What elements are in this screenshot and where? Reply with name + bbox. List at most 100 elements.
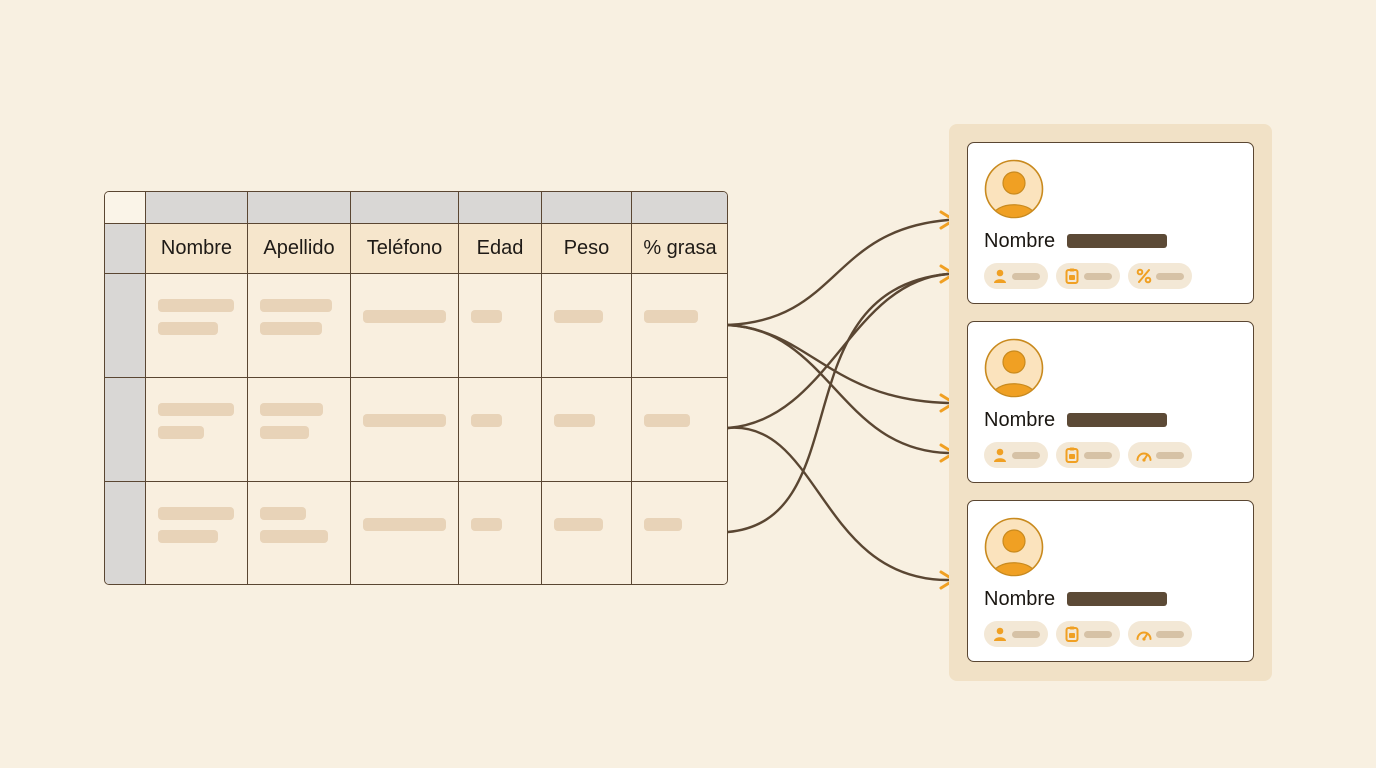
placeholder-text-bar (554, 414, 595, 427)
column-header-label: Nombre (160, 237, 233, 259)
stat-pill (1056, 621, 1120, 647)
placeholder-value-bar (1084, 273, 1112, 280)
table-cell (542, 378, 632, 482)
placeholder-text-bar (363, 518, 446, 531)
placeholder-value-bar (1012, 631, 1040, 638)
table-cell (248, 482, 351, 584)
placeholder-value-bar (1084, 631, 1112, 638)
placeholder-text-bar (363, 414, 446, 427)
column-header-label: Apellido (263, 237, 335, 259)
table-cell (248, 274, 351, 378)
table-cell (146, 378, 248, 482)
placeholder-text-bar (260, 322, 322, 335)
gauge-icon (1136, 452, 1152, 462)
connector-curve (726, 323, 950, 455)
user-icon (994, 269, 1006, 283)
placeholder-text-bar (554, 310, 603, 323)
avatar-icon (984, 338, 1044, 398)
placeholder-text-bar (471, 518, 502, 531)
column-header-label: Teléfono (366, 237, 443, 259)
column-letter-strip (542, 192, 632, 224)
placeholder-text-bar (644, 414, 690, 427)
placeholder-value-bar (1156, 273, 1184, 280)
avatar-icon (984, 159, 1044, 219)
avatar-icon (984, 517, 1044, 577)
table-cell (542, 482, 632, 584)
user-icon (994, 448, 1006, 462)
table-cell (459, 482, 542, 584)
table-cell (542, 274, 632, 378)
row-header (105, 224, 146, 274)
column-letter-strip (146, 192, 248, 224)
placeholder-name-bar (1067, 413, 1167, 427)
connector-curve (726, 272, 950, 430)
table-corner (105, 192, 146, 224)
placeholder-text-bar (260, 530, 328, 543)
placeholder-text-bar (158, 426, 204, 439)
column-letter-strip (632, 192, 727, 224)
stat-pill (984, 263, 1048, 289)
card-name-label: Nombre (984, 588, 1056, 610)
column-header: % grasa (632, 224, 727, 274)
placeholder-text-bar (260, 403, 323, 416)
table-cell (632, 378, 727, 482)
profile-card: Nombre (967, 500, 1254, 662)
placeholder-value-bar (1156, 631, 1184, 638)
placeholder-text-bar (644, 518, 682, 531)
column-header: Peso (542, 224, 632, 274)
column-header: Teléfono (351, 224, 459, 274)
card-name-label: Nombre (984, 409, 1056, 431)
stat-pill (1128, 263, 1192, 289)
connector-curve (726, 426, 950, 582)
column-header-label: % grasa (643, 237, 717, 259)
stat-pill (1056, 442, 1120, 468)
column-header: Apellido (248, 224, 351, 274)
placeholder-name-bar (1067, 592, 1167, 606)
profile-card: Nombre (967, 321, 1254, 483)
row-header (105, 274, 146, 378)
placeholder-text-bar (260, 299, 332, 312)
placeholder-text-bar (471, 414, 502, 427)
spreadsheet-table: Nombre Apellido Teléfono Edad Peso % grasa (104, 191, 728, 585)
placeholder-text-bar (158, 322, 218, 335)
column-letter-strip (248, 192, 351, 224)
column-letter-strip (459, 192, 542, 224)
column-letter-strip (351, 192, 459, 224)
placeholder-value-bar (1084, 452, 1112, 459)
placeholder-text-bar (471, 310, 502, 323)
table-cell (459, 378, 542, 482)
clipboard-icon (1065, 447, 1079, 463)
stat-pill (1056, 263, 1120, 289)
placeholder-value-bar (1156, 452, 1184, 459)
column-header: Edad (459, 224, 542, 274)
placeholder-text-bar (260, 507, 306, 520)
placeholder-text-bar (158, 299, 234, 312)
stat-pill (984, 621, 1048, 647)
stat-pill (1128, 442, 1192, 468)
placeholder-text-bar (158, 507, 234, 520)
table-cell (146, 482, 248, 584)
clipboard-icon (1065, 268, 1079, 284)
percent-icon (1136, 268, 1152, 284)
table-cell (146, 274, 248, 378)
card-name-label: Nombre (984, 230, 1056, 252)
placeholder-text-bar (260, 426, 309, 439)
placeholder-value-bar (1012, 273, 1040, 280)
table-cell (459, 274, 542, 378)
table-cell (351, 482, 459, 584)
placeholder-name-bar (1067, 234, 1167, 248)
table-cell (351, 274, 459, 378)
table-cell (632, 482, 727, 584)
profile-card: Nombre (967, 142, 1254, 304)
row-header (105, 378, 146, 482)
placeholder-text-bar (644, 310, 698, 323)
placeholder-text-bar (363, 310, 446, 323)
column-header-label: Edad (476, 237, 524, 259)
column-header-label: Peso (563, 237, 610, 259)
placeholder-text-bar (554, 518, 603, 531)
stat-pill (984, 442, 1048, 468)
connector-curve (726, 218, 950, 327)
row-header (105, 482, 146, 584)
placeholder-value-bar (1012, 452, 1040, 459)
